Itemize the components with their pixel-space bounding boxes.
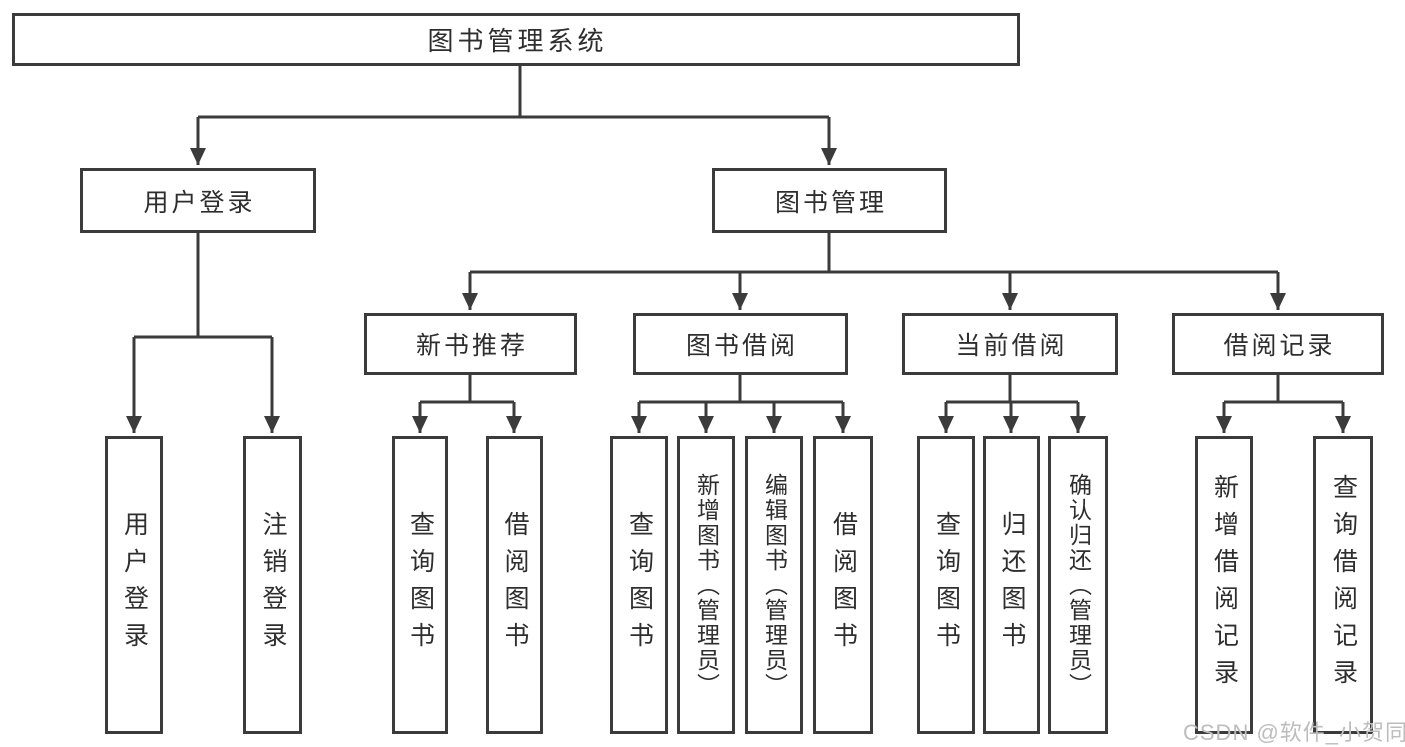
node-book-borrowing: 图书借阅 [633, 313, 848, 375]
watermark: CSDN @软件_小贺同学 [1183, 720, 1405, 745]
node-book-management-label: 图书管理 [774, 188, 887, 217]
node-leaf-borrow-books-1-label: 借阅图书 [501, 511, 529, 659]
node-leaf-add-borrow-record-label: 新增借阅记录 [1210, 474, 1239, 696]
node-leaf-borrow-books-2-label: 借阅图书 [829, 511, 858, 659]
node-leaf-user-login: 用户登录 [105, 436, 163, 734]
node-leaf-logout: 注销登录 [243, 436, 302, 734]
node-leaf-confirm-return-admin-label: 确认归还（管理员） [1065, 472, 1092, 698]
node-leaf-query-books-2: 查询图书 [610, 436, 668, 734]
node-book-borrowing-label: 图书借阅 [685, 332, 798, 360]
node-leaf-confirm-return-admin: 确认归还（管理员） [1048, 436, 1108, 734]
node-leaf-edit-books-admin: 编辑图书（管理员） [745, 436, 803, 734]
node-leaf-borrow-books-1: 借阅图书 [486, 436, 543, 734]
node-leaf-add-books-admin-label: 新增图书（管理员） [693, 472, 720, 698]
node-borrowing-records: 借阅记录 [1172, 313, 1384, 375]
node-new-book-recommend-label: 新书推荐 [415, 332, 528, 360]
node-leaf-query-books-1: 查询图书 [392, 436, 448, 734]
node-user-login: 用户登录 [80, 168, 316, 233]
node-leaf-add-borrow-record: 新增借阅记录 [1195, 436, 1253, 734]
node-leaf-query-books-3-label: 查询图书 [932, 511, 961, 659]
node-leaf-query-borrow-record: 查询借阅记录 [1313, 436, 1373, 734]
node-leaf-query-books-2-label: 查询图书 [625, 511, 654, 659]
node-leaf-add-books-admin: 新增图书（管理员） [677, 436, 735, 734]
node-leaf-borrow-books-2: 借阅图书 [813, 436, 873, 734]
node-leaf-return-books-label: 归还图书 [998, 511, 1026, 659]
node-leaf-return-books: 归还图书 [983, 436, 1040, 734]
node-library-system-label: 图书管理系统 [427, 26, 608, 56]
node-library-system: 图书管理系统 [12, 13, 1020, 66]
node-current-borrowing-label: 当前借阅 [955, 332, 1068, 360]
node-leaf-edit-books-admin-label: 编辑图书（管理员） [761, 472, 788, 698]
node-current-borrowing: 当前借阅 [902, 313, 1118, 375]
node-leaf-query-books-1-label: 查询图书 [406, 511, 435, 659]
node-leaf-query-books-3: 查询图书 [917, 436, 975, 734]
node-borrowing-records-label: 借阅记录 [1223, 332, 1336, 360]
node-leaf-logout-label: 注销登录 [259, 511, 287, 659]
node-leaf-user-login-label: 用户登录 [120, 511, 149, 659]
node-leaf-query-borrow-record-label: 查询借阅记录 [1329, 474, 1358, 696]
node-new-book-recommend: 新书推荐 [364, 313, 577, 375]
node-user-login-label: 用户登录 [143, 188, 256, 217]
node-book-management: 图书管理 [712, 168, 947, 233]
